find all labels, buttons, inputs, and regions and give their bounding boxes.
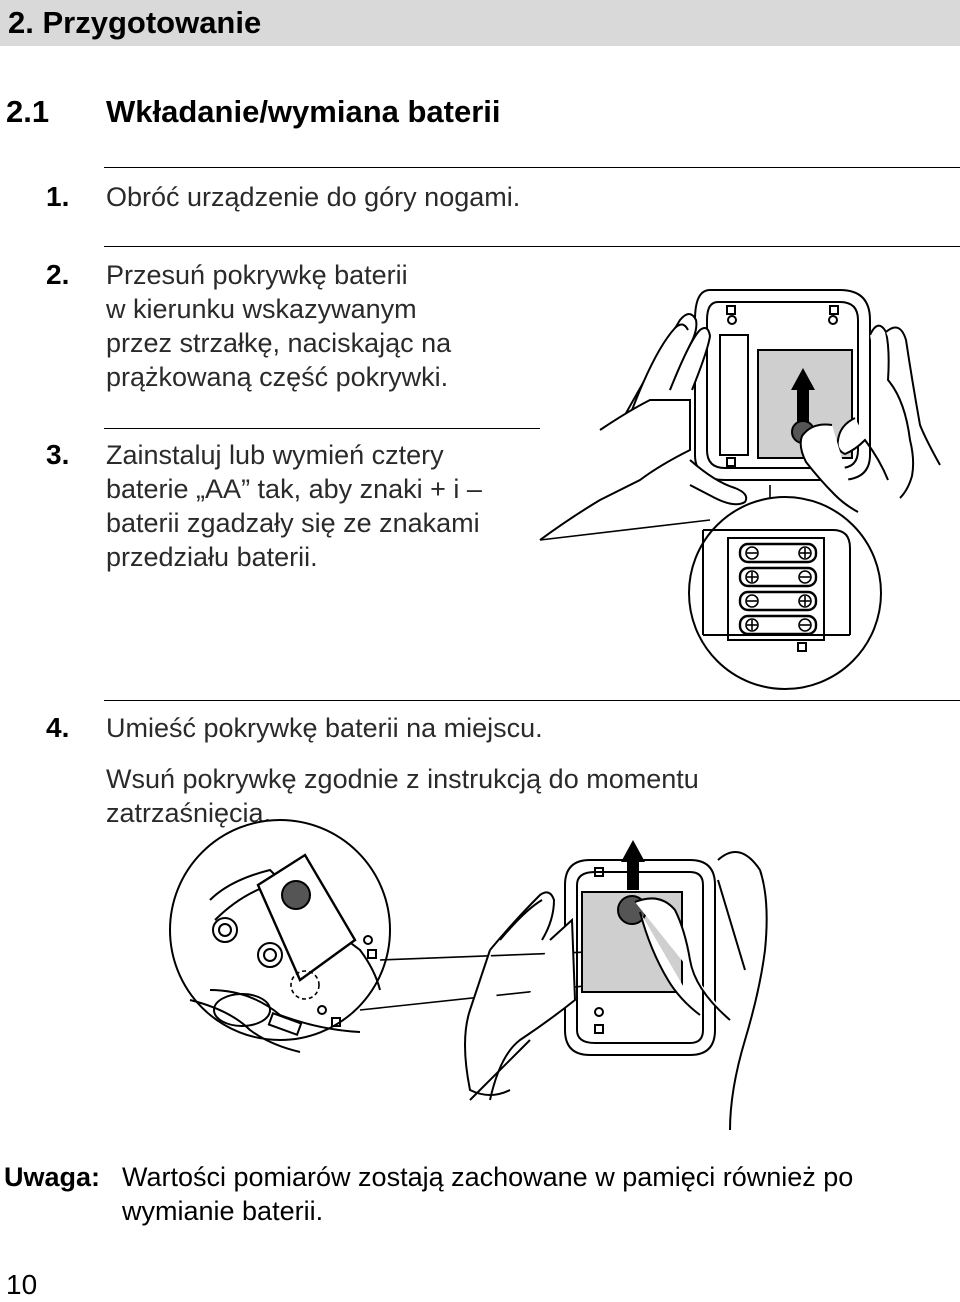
note-label: Uwaga: xyxy=(4,1162,101,1192)
section-number: 2.1 xyxy=(6,94,50,129)
battery-cover-removal-illustration xyxy=(539,289,941,690)
battery-cover-refit-illustration xyxy=(169,819,768,1131)
step-1-text: Obróć urządzenie do góry nogami. xyxy=(106,182,521,212)
step-3-line: baterii zgadzały się ze znakami xyxy=(106,508,480,538)
step-4-line: zatrzaśnięcia. xyxy=(106,798,272,828)
step-2-line: Przesuń pokrywkę baterii xyxy=(106,260,408,290)
step-4-line: Umieść pokrywkę baterii na miejscu. xyxy=(106,713,543,743)
note-text: Wartości pomiarów zostają zachowane w pa… xyxy=(122,1160,952,1228)
note-line: Wartości pomiarów zostają zachowane w pa… xyxy=(122,1162,854,1192)
step-2-number: 2. xyxy=(46,259,70,290)
chapter-title: 2. Przygotowanie xyxy=(8,5,262,40)
chapter-header-bar xyxy=(0,0,960,46)
step-3-line: Zainstaluj lub wymień cztery xyxy=(106,440,444,470)
step-2-line: w kierunku wskazywanym xyxy=(106,294,417,324)
step-3-line: przedziału baterii. xyxy=(106,542,318,572)
note-line: wymianie baterii. xyxy=(122,1196,324,1226)
step-4-line: Wsuń pokrywkę zgodnie z instrukcją do mo… xyxy=(106,764,699,794)
step-4-number: 4. xyxy=(46,712,70,743)
step-2-line: przez strzałkę, naciskając na xyxy=(106,328,452,358)
section-title: Wkładanie/wymiana baterii xyxy=(106,94,501,129)
step-divider xyxy=(104,700,960,701)
page-number: 10 xyxy=(6,1269,38,1300)
step-3-line: baterie „AA” tak, aby znaki + i – xyxy=(106,474,482,504)
step-divider xyxy=(104,246,960,247)
step-2-line: prążkowaną część pokrywki. xyxy=(106,362,449,392)
step-3-number: 3. xyxy=(46,439,70,470)
step-divider xyxy=(104,428,540,429)
step-divider xyxy=(104,167,960,168)
step-1-number: 1. xyxy=(46,181,70,212)
